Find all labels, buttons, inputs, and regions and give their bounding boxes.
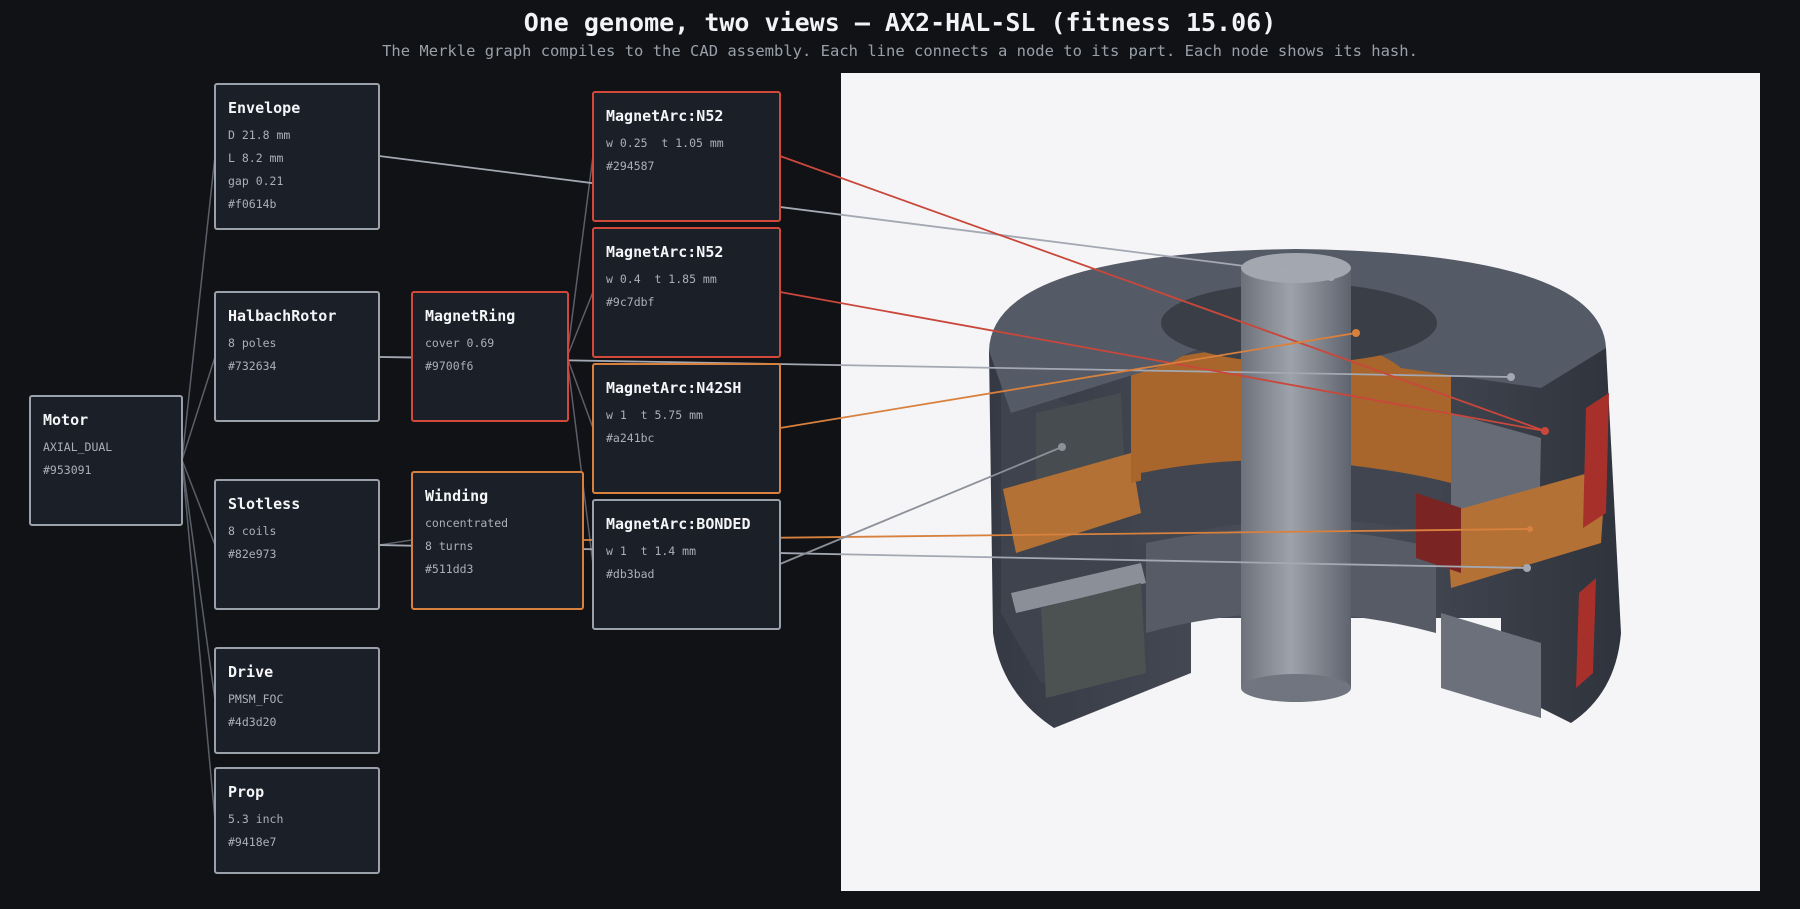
node-title: Winding bbox=[425, 487, 489, 505]
node-hash: #9418e7 bbox=[228, 835, 277, 849]
node-detail: w 1 t 1.4 mm bbox=[606, 544, 697, 558]
node-detail: w 0.25 t 1.05 mm bbox=[606, 136, 724, 150]
tree-line-motor-halbach bbox=[181, 356, 216, 461]
node-detail: PMSM_FOC bbox=[228, 692, 284, 706]
tree-line-motor-slotless bbox=[181, 459, 216, 546]
node-hash: #a241bc bbox=[606, 431, 655, 445]
node-detail: 5.3 inch bbox=[228, 812, 284, 826]
shaft-top bbox=[1241, 253, 1351, 283]
left-lower-block bbox=[1041, 583, 1146, 698]
node-title: Slotless bbox=[228, 495, 301, 513]
node-detail: 8 poles bbox=[228, 336, 277, 350]
shaft bbox=[1241, 268, 1351, 688]
node-prop[interactable]: Prop 5.3 inch #9418e7 bbox=[214, 767, 380, 874]
tree-line-motor-prop bbox=[181, 459, 216, 821]
node-title: HalbachRotor bbox=[228, 307, 337, 325]
node-hash: #f0614b bbox=[228, 197, 277, 211]
node-hash: #511dd3 bbox=[425, 562, 474, 576]
node-detail: AXIAL_DUAL bbox=[43, 440, 113, 454]
node-detail: D 21.8 mm bbox=[228, 128, 291, 142]
node-detail: L 8.2 mm bbox=[228, 151, 284, 165]
node-magnet-arc-n52-2[interactable]: MagnetArc:N52 w 0.4 t 1.85 mm #9c7dbf bbox=[592, 227, 781, 358]
node-hash: #4d3d20 bbox=[228, 715, 277, 729]
node-drive[interactable]: Drive PMSM_FOC #4d3d20 bbox=[214, 647, 380, 754]
node-detail: w 0.4 t 1.85 mm bbox=[606, 272, 717, 286]
node-magnet-arc-n42sh[interactable]: MagnetArc:N42SH w 1 t 5.75 mm #a241bc bbox=[592, 363, 781, 494]
tree-line-slotless-winding bbox=[378, 539, 413, 546]
shaft-bottom bbox=[1241, 674, 1351, 702]
node-detail: gap 0.21 bbox=[228, 174, 284, 188]
node-title: Envelope bbox=[228, 99, 301, 117]
cad-view-panel[interactable] bbox=[841, 73, 1760, 891]
node-hash: #732634 bbox=[228, 359, 277, 373]
right-magnet-strip-upper bbox=[1583, 393, 1609, 528]
tree-line-ring-arc1 bbox=[566, 155, 594, 358]
node-hash: #82e973 bbox=[228, 547, 277, 561]
node-envelope[interactable]: Envelope D 21.8 mm L 8.2 mm gap 0.21 #f0… bbox=[214, 83, 380, 230]
node-hash: #9700f6 bbox=[425, 359, 474, 373]
node-hash: #9c7dbf bbox=[606, 295, 655, 309]
node-title: MagnetArc:N52 bbox=[606, 243, 724, 261]
node-slotless[interactable]: Slotless 8 coils #82e973 bbox=[214, 479, 380, 610]
node-halbach-rotor[interactable]: HalbachRotor 8 poles #732634 bbox=[214, 291, 380, 422]
node-hash: #953091 bbox=[43, 463, 92, 477]
node-magnet-arc-bonded[interactable]: MagnetArc:BONDED w 1 t 1.4 mm #db3bad bbox=[592, 499, 781, 630]
node-magnet-ring[interactable]: MagnetRing cover 0.69 #9700f6 bbox=[411, 291, 569, 422]
node-title: MagnetArc:N42SH bbox=[606, 379, 742, 397]
node-detail: concentrated bbox=[425, 516, 509, 530]
node-hash: #db3bad bbox=[606, 567, 655, 581]
node-title: MagnetArc:BONDED bbox=[606, 515, 751, 533]
node-detail: 8 turns bbox=[425, 539, 474, 553]
tree-line-motor-drive bbox=[181, 459, 216, 701]
node-detail: cover 0.69 bbox=[425, 336, 495, 350]
node-detail: w 1 t 5.75 mm bbox=[606, 408, 703, 422]
right-magnet-strip-lower bbox=[1576, 578, 1596, 688]
page-title: One genome, two views — AX2-HAL-SL (fitn… bbox=[523, 8, 1277, 37]
node-magnet-arc-n52-1[interactable]: MagnetArc:N52 w 0.25 t 1.05 mm #294587 bbox=[592, 91, 781, 222]
cad-assembly-render bbox=[989, 249, 1621, 728]
node-title: Drive bbox=[228, 663, 274, 681]
node-detail: 8 coils bbox=[228, 524, 277, 538]
tree-line-motor-envelope bbox=[181, 155, 216, 461]
left-lower-band bbox=[1011, 563, 1146, 613]
node-title: MagnetRing bbox=[425, 307, 516, 325]
right-lower-block bbox=[1441, 613, 1541, 718]
node-hash: #294587 bbox=[606, 159, 655, 173]
node-title: Prop bbox=[228, 783, 265, 801]
node-winding[interactable]: Winding concentrated 8 turns #511dd3 bbox=[411, 471, 584, 610]
node-title: MagnetArc:N52 bbox=[606, 107, 724, 125]
tree-line-ring-arc2 bbox=[566, 291, 594, 358]
node-motor[interactable]: Motor AXIAL_DUAL #953091 bbox=[29, 395, 183, 526]
node-title: Motor bbox=[43, 411, 89, 429]
page-subtitle: The Merkle graph compiles to the CAD ass… bbox=[382, 42, 1418, 60]
tree-line-ring-arc3 bbox=[566, 356, 594, 429]
